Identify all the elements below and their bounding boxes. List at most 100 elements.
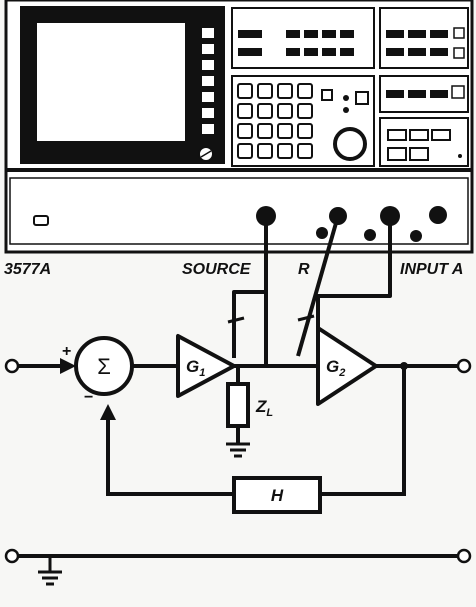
numeric-keypad [237, 83, 451, 161]
key[interactable] [257, 83, 273, 99]
input-a-label: INPUT A [400, 261, 463, 278]
key[interactable] [277, 143, 293, 159]
key[interactable] [340, 30, 354, 38]
key[interactable] [304, 30, 318, 38]
feedback-in-wire [106, 420, 234, 496]
g1-block [176, 334, 236, 398]
softkey-button[interactable] [202, 44, 214, 54]
key[interactable] [297, 83, 313, 99]
input-a-cable [316, 216, 392, 328]
power-switch[interactable] [33, 215, 49, 226]
input-terminal [4, 358, 20, 374]
key[interactable] [304, 48, 318, 56]
output-terminal [456, 358, 472, 374]
key[interactable] [297, 143, 313, 159]
softkey-button[interactable] [202, 92, 214, 102]
key[interactable] [237, 83, 253, 99]
key[interactable] [286, 48, 300, 56]
key[interactable] [297, 123, 313, 139]
ground-icon [226, 442, 250, 458]
key[interactable] [237, 123, 253, 139]
key[interactable] [453, 27, 465, 39]
key[interactable] [286, 30, 300, 38]
key[interactable] [238, 30, 262, 38]
source-branch-cable [264, 292, 298, 368]
key[interactable] [257, 143, 273, 159]
sum-symbol: Σ [97, 354, 111, 379]
feedback-out-wire [320, 366, 406, 496]
minus-sign: − [84, 389, 93, 406]
softkey-button[interactable] [202, 76, 214, 86]
crt-display [20, 6, 225, 164]
key[interactable] [237, 143, 253, 159]
key[interactable] [453, 47, 465, 59]
input-a-connector [429, 206, 447, 224]
r-plug [329, 207, 347, 225]
key[interactable] [408, 90, 426, 98]
r-cable [296, 215, 340, 357]
key[interactable] [238, 48, 262, 56]
analyzer-instrument [4, 0, 474, 254]
key[interactable] [237, 103, 253, 119]
key[interactable] [277, 103, 293, 119]
r-label: R [298, 261, 310, 278]
load-label: ZL [255, 397, 273, 419]
key[interactable] [408, 48, 426, 56]
key[interactable] [277, 123, 293, 139]
key[interactable] [387, 129, 407, 141]
key[interactable] [430, 90, 448, 98]
key[interactable] [386, 90, 404, 98]
source-plug [256, 206, 276, 226]
key[interactable] [386, 48, 404, 56]
key[interactable] [431, 129, 451, 141]
key[interactable] [408, 30, 426, 38]
model-label: 3577A [4, 261, 51, 278]
key[interactable] [277, 83, 293, 99]
signal-wires [12, 364, 458, 558]
softkey-button[interactable] [202, 60, 214, 70]
key[interactable] [322, 48, 336, 56]
ground-terminal [456, 548, 472, 564]
key[interactable] [340, 48, 354, 56]
g2-label: G2 [326, 357, 345, 379]
feedback-block [232, 476, 322, 514]
feedback-label: H [271, 486, 284, 505]
key[interactable] [387, 147, 407, 161]
key[interactable] [355, 91, 369, 105]
softkey-button[interactable] [202, 28, 214, 38]
cables [232, 215, 392, 368]
input-panel-frame [9, 177, 469, 245]
key[interactable] [430, 48, 448, 56]
input-panel [9, 177, 469, 245]
connector [364, 229, 376, 241]
source-label: SOURCE [182, 261, 252, 278]
plus-sign: + [62, 343, 71, 360]
summing-junction [74, 336, 134, 396]
feedback-arrow [100, 404, 116, 420]
ground-terminal [4, 548, 20, 564]
key[interactable] [322, 30, 336, 38]
rotary-knob[interactable] [333, 127, 367, 161]
junction-dot [400, 362, 408, 370]
softkey-button[interactable] [202, 108, 214, 118]
indicator-led [458, 154, 462, 158]
key[interactable] [257, 123, 273, 139]
ground-icon [38, 556, 62, 586]
key[interactable] [451, 85, 465, 99]
g1-label: G1 [186, 357, 205, 379]
control-loop: Σ + − G1 G2 ZL H [4, 326, 472, 586]
key[interactable] [409, 129, 429, 141]
softkey-button[interactable] [202, 124, 214, 134]
connector [410, 230, 422, 242]
key[interactable] [409, 147, 429, 161]
key[interactable] [386, 30, 404, 38]
load-impedance [226, 382, 250, 428]
key[interactable] [257, 103, 273, 119]
key[interactable] [321, 89, 333, 101]
key[interactable] [297, 103, 313, 119]
small-keys [451, 27, 465, 99]
key[interactable] [430, 30, 448, 38]
probe-tick [227, 316, 245, 324]
probe-tick [297, 314, 315, 322]
